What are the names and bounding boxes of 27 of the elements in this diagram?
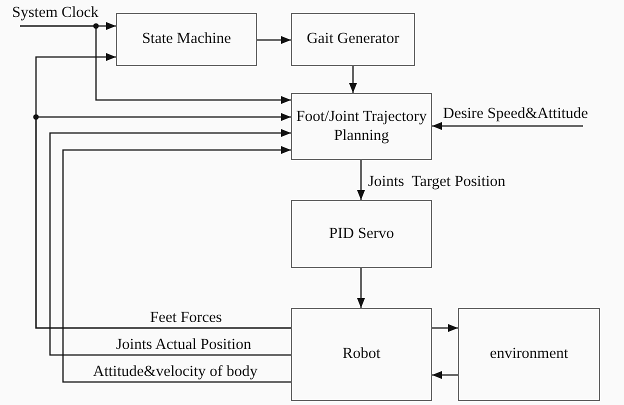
- process-box: [458, 308, 600, 401]
- arrow: [432, 324, 458, 332]
- signal-label: System Clock: [12, 4, 112, 26]
- arrow: [35, 113, 291, 329]
- arrow: [349, 66, 357, 93]
- arrow: [49, 129, 291, 356]
- box-label: Gait Generator: [306, 30, 400, 49]
- signal-label: Desire Speed&Attitude: [443, 105, 615, 126]
- box-label: Robot: [342, 345, 382, 364]
- arrow: [432, 371, 458, 379]
- arrow: [357, 160, 365, 200]
- arrow: [432, 122, 583, 130]
- arrow: [357, 268, 365, 308]
- box-label: PID Servo: [328, 224, 395, 244]
- arrow: [62, 146, 291, 383]
- edge-label: Joints Target Position: [368, 173, 506, 190]
- process-box: [291, 93, 432, 160]
- arrow: [20, 25, 291, 104]
- process-box: [291, 13, 415, 66]
- box-label: environment: [488, 345, 570, 364]
- process-box: [116, 13, 257, 66]
- arrow: [257, 36, 291, 44]
- edge-label: Attitude&velocity of body: [93, 363, 258, 380]
- process-box: [291, 200, 432, 268]
- box-label: Foot/Joint Trajectory Planning: [295, 108, 428, 146]
- box-label: State Machine: [140, 30, 232, 49]
- process-box: [291, 308, 432, 401]
